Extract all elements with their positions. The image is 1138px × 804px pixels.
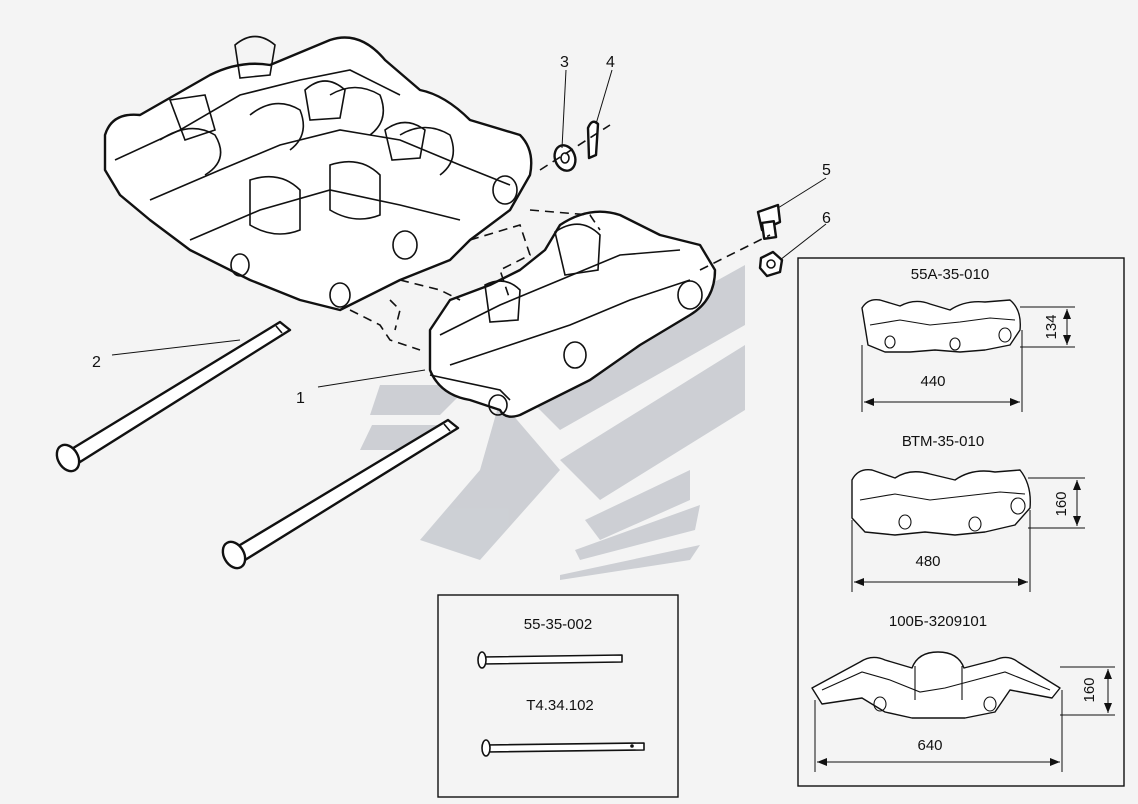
pin-left [55, 320, 292, 473]
variant-drawing-2 [851, 469, 1031, 536]
variant-height-1: 134 [1043, 314, 1060, 339]
variant-drawing-3 [811, 651, 1061, 719]
variants-box: 55А-35-010 440 134 ВТМ-35-010 [797, 257, 1125, 787]
pin-drawing-2 [481, 739, 645, 757]
variant-width-2: 480 [915, 553, 940, 570]
track-assembly-upper [103, 35, 533, 312]
dimension-lines-2 [851, 477, 1085, 592]
variant-width-1: 440 [920, 373, 945, 390]
pin-right [221, 418, 460, 570]
bolt-part [756, 203, 782, 240]
variant-code-3: 100Б-3209101 [889, 613, 987, 630]
callout-1: 1 [296, 390, 305, 407]
callout-6: 6 [822, 210, 831, 227]
axis-line-5-6 [699, 234, 771, 271]
callout-4: 4 [606, 54, 615, 71]
variant-code-1: 55А-35-010 [911, 266, 989, 283]
callout-3: 3 [560, 54, 569, 71]
washer-part [553, 144, 577, 172]
cotter-pin-part [586, 120, 600, 160]
variant-drawing-1 [861, 298, 1021, 353]
pin-code-2: Т4.34.102 [526, 697, 594, 714]
phantom-link-outline [349, 209, 601, 351]
dimension-lines-1 [861, 306, 1075, 412]
pin-code-1: 55-35-002 [524, 616, 592, 633]
pins-box: 55-35-002 Т4.34.102 [437, 594, 679, 798]
variant-code-2: ВТМ-35-010 [902, 433, 984, 450]
variant-width-3: 640 [917, 737, 942, 754]
track-link-lower [428, 210, 717, 418]
nut-part [758, 250, 784, 278]
pin-drawing-1 [477, 651, 623, 669]
variant-height-2: 160 [1053, 491, 1070, 516]
callout-5: 5 [822, 162, 831, 179]
callout-2: 2 [92, 354, 101, 371]
variant-height-3: 160 [1081, 677, 1098, 702]
dimension-lines-3 [814, 666, 1115, 772]
callout-leaders [111, 69, 827, 388]
